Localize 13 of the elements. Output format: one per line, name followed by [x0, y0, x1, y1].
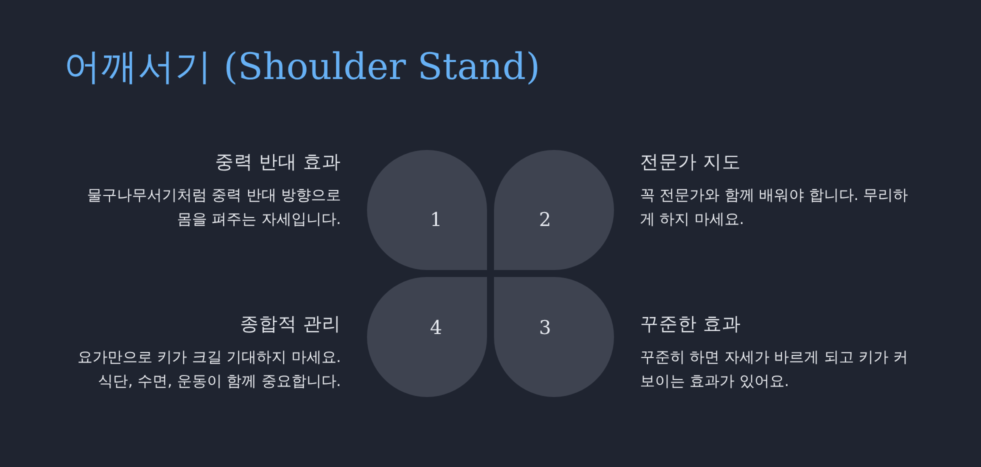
heading: 전문가 지도: [640, 151, 741, 175]
description: 물구나무서기처럼 중력 반대 방향으로 몸을 펴주는 자세입니다.: [86, 186, 341, 230]
heading: 중력 반대 효과: [215, 151, 341, 175]
petal: 3: [494, 277, 614, 397]
description: 꼭 전문가와 함께 배워야 합니다. 무리하게 하지 마세요.: [640, 186, 910, 230]
petal: 1: [367, 150, 487, 270]
heading: 종합적 관리: [240, 313, 341, 337]
petal: 4: [367, 277, 487, 397]
description: 꾸준히 하면 자세가 바르게 되고 키가 커 보이는 효과가 있어요.: [640, 348, 910, 392]
description: 요가만으로 키가 크길 기대하지 마세요. 식단, 수면, 운동이 함께 중요합니다.: [76, 348, 341, 392]
title: 어깨서기 (Shoulder Stand): [64, 44, 540, 90]
heading: 꾸준한 효과: [640, 313, 741, 337]
petal: 2: [494, 150, 614, 270]
